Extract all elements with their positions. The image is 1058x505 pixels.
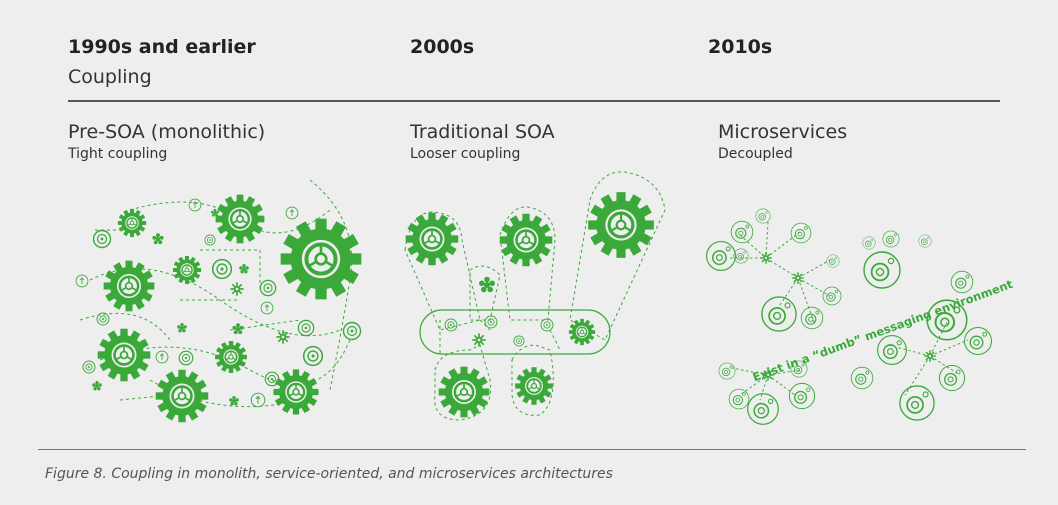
microservices-cells: Exist in a “dumb” messaging environment xyxy=(705,208,1015,426)
arch-monolithic: Pre-SOA (monolithic) Tight coupling xyxy=(68,120,265,162)
arch-coupling: Looser coupling xyxy=(410,146,521,162)
arch-soa: Traditional SOA Looser coupling xyxy=(410,120,555,162)
monolith-gears xyxy=(75,179,364,424)
header-divider xyxy=(68,100,1000,102)
caption-divider xyxy=(38,449,1026,450)
arch-microservices: Microservices Decoupled xyxy=(718,120,847,162)
arch-coupling: Decoupled xyxy=(718,146,793,162)
arch-name: Pre-SOA (monolithic) xyxy=(68,121,266,143)
messaging-annotation: Exist in a “dumb” messaging environment xyxy=(751,277,1015,385)
arch-name: Traditional SOA xyxy=(410,121,555,143)
era-label-1990s: 1990s and earlier xyxy=(68,36,256,58)
arch-name: Microservices xyxy=(718,121,848,143)
soa-gears xyxy=(404,171,666,421)
era-label-2010s: 2010s xyxy=(708,36,773,58)
era-label-2000s: 2000s xyxy=(410,36,475,58)
figure-caption: Figure 8. Coupling in monolith, service-… xyxy=(45,466,613,482)
arch-coupling: Tight coupling xyxy=(68,146,168,162)
coupling-axis-label: Coupling xyxy=(68,66,152,88)
